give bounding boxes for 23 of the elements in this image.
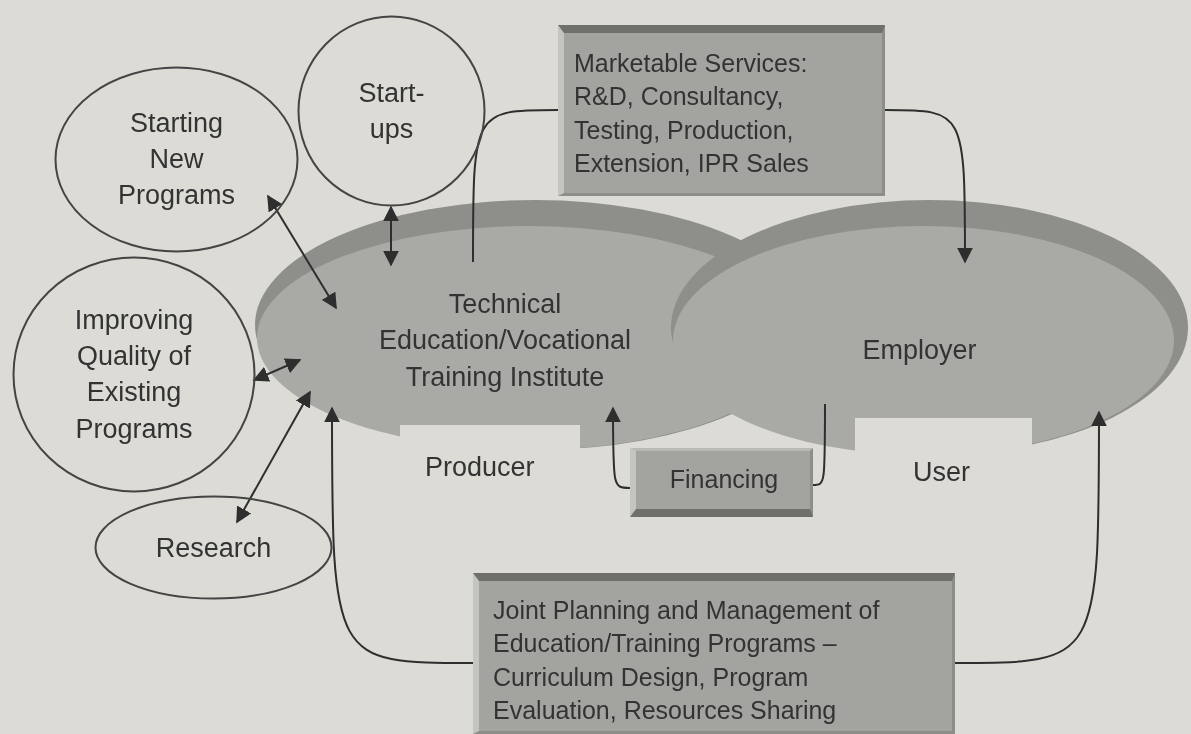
text-box bbox=[473, 573, 955, 734]
text-box bbox=[630, 448, 813, 517]
arrow bbox=[267, 194, 337, 310]
connector-line bbox=[472, 109, 559, 263]
node-label: Research bbox=[154, 531, 273, 565]
role-label: Producer bbox=[425, 452, 535, 483]
text-box bbox=[558, 25, 885, 196]
connector-line bbox=[812, 403, 826, 486]
node-label: Starting New Programs bbox=[117, 106, 236, 213]
arrow bbox=[884, 109, 973, 264]
arrow bbox=[324, 406, 474, 664]
arrow bbox=[383, 205, 399, 267]
box-text: Joint Planning and Management of Education/Training Programs – Curriculum Design, Program Evaluation, Resources Sharing bbox=[493, 594, 881, 726]
node-label: Improving Quality of Existing Programs bbox=[73, 303, 195, 446]
arrow bbox=[252, 358, 302, 382]
role-label: User bbox=[913, 457, 970, 488]
box-text: Financing bbox=[668, 464, 780, 496]
node-label: Start-ups bbox=[357, 76, 426, 146]
box-text: Marketable Services: R&D, Consultancy, Testing, Production, Extension, IPR Sales bbox=[574, 47, 810, 179]
node-label: Technical Education/Vocational Training Institute bbox=[377, 288, 633, 395]
arrow bbox=[954, 410, 1107, 664]
node-label: Employer bbox=[861, 333, 978, 367]
arrow bbox=[236, 390, 311, 524]
